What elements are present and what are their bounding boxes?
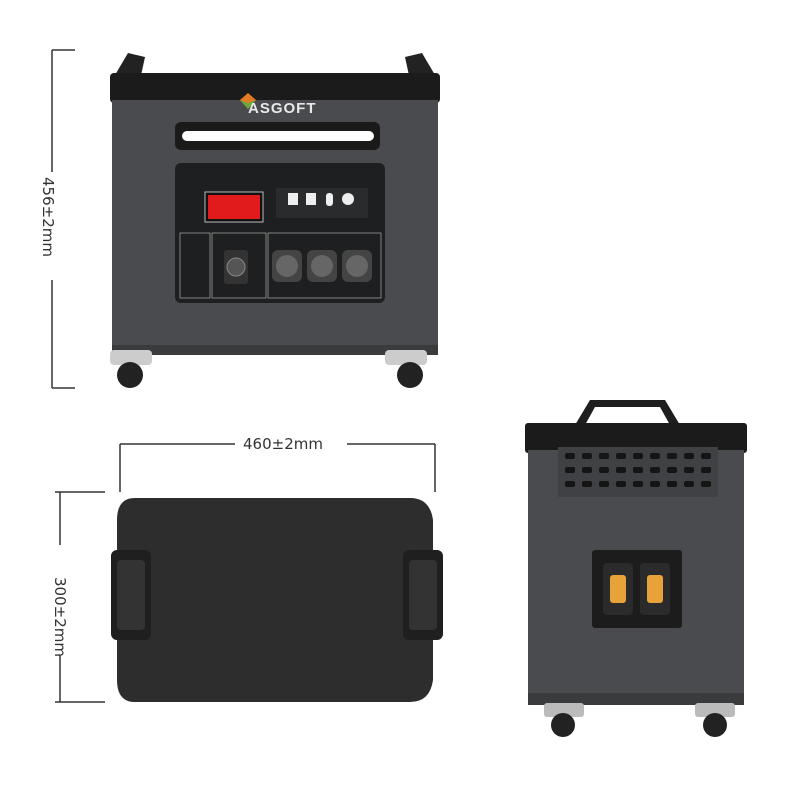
front-view: 456±2mm bbox=[39, 49, 440, 389]
width-dimension-label: 460±2mm bbox=[243, 435, 323, 453]
height-dimension-label: 456±2mm bbox=[39, 177, 57, 257]
height-dimension-line bbox=[51, 49, 75, 389]
depth-dimension-label: 300±2mm bbox=[51, 577, 69, 657]
power-station-front bbox=[110, 53, 440, 388]
power-station-side bbox=[525, 400, 747, 737]
top-view: 460±2mm 300±2mm bbox=[0, 420, 470, 720]
width-dimension-line bbox=[119, 443, 436, 492]
depth-dimension-line bbox=[55, 491, 105, 703]
power-station-top bbox=[111, 498, 443, 702]
brand-logo-text: ASGOFT bbox=[248, 100, 317, 117]
